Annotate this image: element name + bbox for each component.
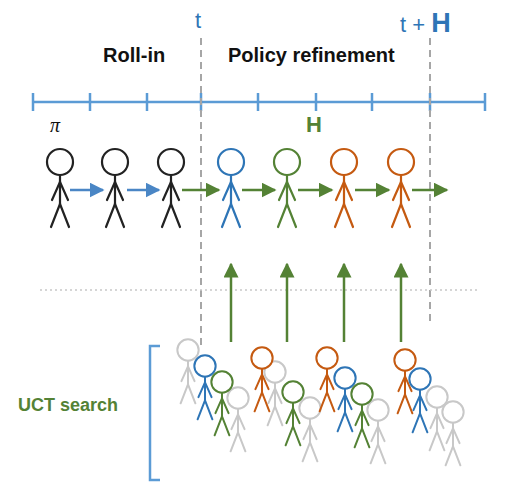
stick-figure: [367, 399, 388, 463]
stick-figure: [351, 383, 372, 447]
stick-figure: [211, 371, 232, 435]
bracket: [150, 346, 160, 480]
policy-symbol: π: [50, 115, 60, 135]
search-label: UCT search: [18, 396, 118, 414]
stick-figure: [274, 149, 300, 227]
stick-figure: [331, 149, 357, 227]
stick-figure: [409, 368, 430, 432]
stick-figure: [47, 149, 73, 227]
separator-line: [40, 289, 480, 291]
stick-figure: [388, 149, 414, 227]
stick-figures: [47, 149, 464, 465]
stick-figure: [158, 149, 184, 227]
horizon-label: H: [306, 114, 322, 136]
stick-figure: [442, 401, 463, 465]
stick-figure: [282, 381, 303, 445]
stick-figure: [218, 149, 244, 227]
sequence-arrows: [70, 189, 447, 192]
time-label: t + H: [400, 10, 451, 37]
phase-label: Roll-in: [103, 45, 165, 65]
stick-figure: [251, 347, 272, 411]
time-label: t: [195, 10, 201, 32]
phase-label: Policy refinement: [228, 45, 395, 65]
stick-figure: [227, 387, 248, 451]
stick-figure: [299, 397, 320, 461]
timeline: [33, 93, 485, 111]
dashed-boundaries: [201, 38, 430, 345]
search-arrows: [231, 264, 401, 342]
stick-figure: [102, 149, 128, 227]
